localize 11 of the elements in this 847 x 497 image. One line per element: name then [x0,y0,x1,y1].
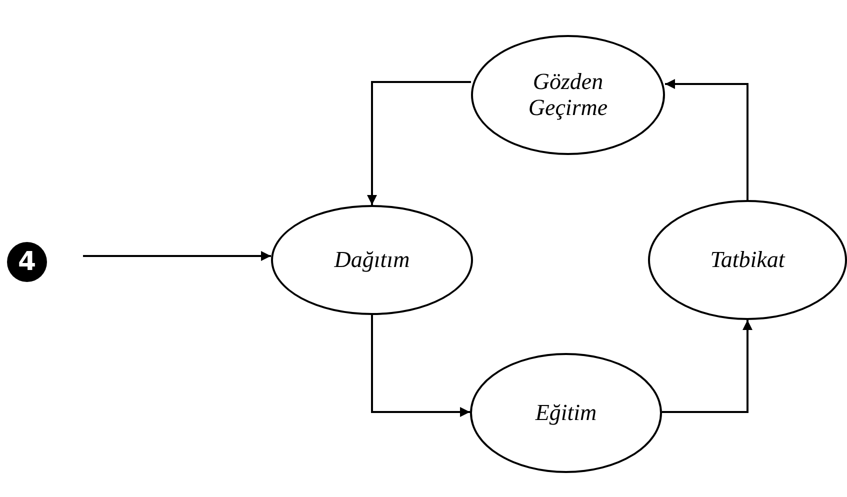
process-label: Tatbikat [710,246,785,274]
arrow [371,315,470,417]
arrow [662,320,752,413]
step-number: 4 [18,249,36,275]
process-label: Dağıtım [334,246,410,274]
process-label: Eğitim [535,400,597,426]
arrow [665,79,748,200]
numbered-circle [7,242,47,282]
process-label: Gözden Geçirme [527,68,609,122]
arrow [83,251,271,261]
arrow [367,81,471,205]
